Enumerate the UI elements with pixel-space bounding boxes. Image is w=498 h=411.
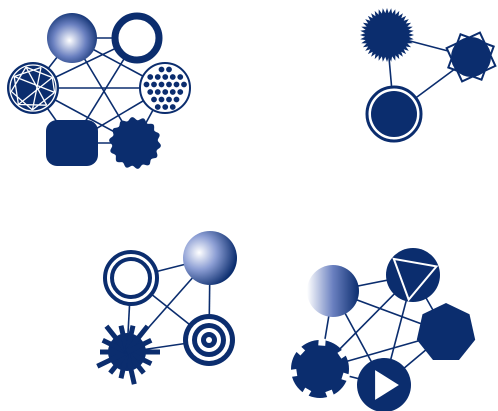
node-g2-b-double-square (445, 31, 497, 83)
node-g4-d-notched-disc (289, 338, 351, 399)
node-g3-a-double-ring (103, 250, 159, 306)
edges-layer (32, 34, 472, 386)
node-g3-d-target (183, 314, 235, 366)
node-g4-c-heptagon (416, 303, 476, 360)
node-g3-c-spiked-disc (96, 324, 160, 385)
node-g1-c-geodesic (7, 62, 59, 114)
node-g1-a-gradient-disc (47, 13, 97, 63)
node-g4-b-triangle-disc (386, 248, 440, 302)
node-g1-b-ring (111, 12, 163, 64)
node-g4-e-play-disc (357, 358, 411, 411)
nodes-layer (7, 8, 497, 411)
node-g2-c-outlined-disc (365, 85, 423, 143)
node-g1-d-dotted (139, 62, 191, 114)
node-g2-a-sunburst (360, 8, 414, 62)
node-g1-f-wavy-disc (109, 117, 161, 169)
node-g4-a-gradient-disc (307, 265, 359, 317)
node-g1-e-rounded-square (46, 120, 98, 166)
node-g3-b-gradient-disc (183, 231, 237, 285)
